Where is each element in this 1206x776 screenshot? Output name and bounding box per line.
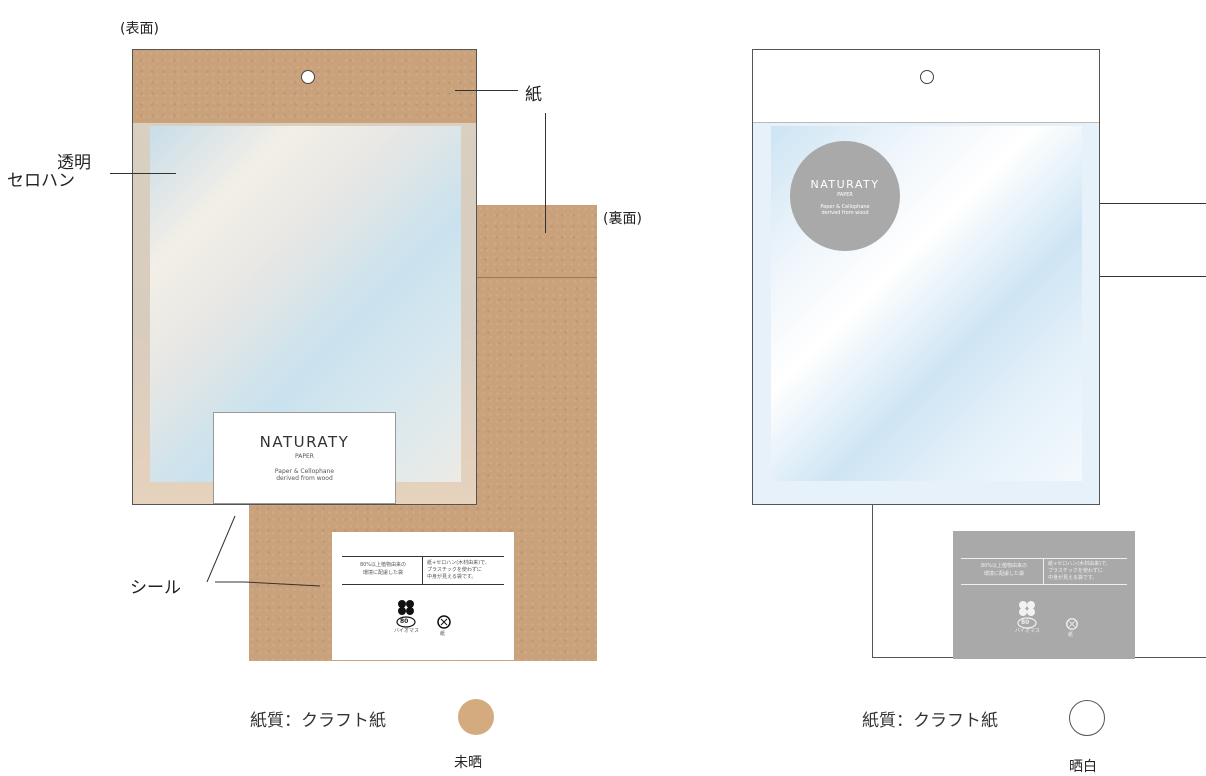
- white-round-sticker: NATURATY PAPER Paper & Cellophane derive…: [790, 141, 900, 251]
- round-sticker-desc-2: derived from wood: [821, 210, 869, 216]
- front-bag-header: [133, 50, 476, 123]
- back-info-label: 80%以上植物由来の 環境に配慮した袋 紙+セロハン(木材由来)で、 プラスチッ…: [332, 532, 514, 660]
- back-label-right-2: プラスチックを使わずに: [427, 567, 482, 573]
- round-sticker-desc-1: Paper & Cellophane: [820, 204, 870, 210]
- white-back-bag-top-line-1: [1100, 203, 1206, 204]
- leader-paper: [455, 90, 518, 91]
- white-label-left-2: 環境に配慮した袋: [983, 571, 1024, 577]
- label-cellophane-2: セロハン: [7, 171, 75, 191]
- back-label-right-1: 紙+セロハン(木材由来)で、: [427, 560, 490, 566]
- variant-left-note: 未晒: [454, 755, 482, 771]
- sticker-desc-2: derived from wood: [276, 475, 333, 482]
- label-back: (裏面): [603, 211, 642, 227]
- variant-right-caption: 紙質：クラフト紙: [862, 711, 998, 731]
- biomass-mark-icon: [396, 600, 416, 628]
- label-front: (表面): [120, 21, 159, 37]
- back-bag-top: [477, 205, 597, 277]
- white-label-right-1: 紙+セロハン(木材由来)で、: [1048, 561, 1111, 567]
- white-paper-recycle-mark-text: 紙: [1068, 632, 1074, 638]
- leader-paper-down: [545, 113, 546, 233]
- label-cellophane-1: 透明: [57, 153, 91, 173]
- white-front-bag-header: [753, 50, 1099, 123]
- white-back-bag-top-line-2: [1100, 276, 1206, 277]
- variant-left-swatch: [458, 699, 494, 735]
- white-label-right-3: 中身が見える袋です。: [1048, 575, 1098, 581]
- round-sticker-brand: NATURATY: [810, 178, 880, 191]
- variant-left-caption: 紙質：クラフト紙: [250, 711, 386, 731]
- label-seal: シール: [130, 578, 181, 598]
- white-biomass-mark-number: 80: [1021, 619, 1030, 626]
- white-back-label: 80%以上植物由来の 環境に配慮した袋 紙+セロハン(木材由来)で、 プラスチッ…: [953, 531, 1135, 659]
- sticker-desc-1: Paper & Cellophane: [274, 468, 335, 475]
- leader-cellophane: [110, 173, 176, 174]
- white-biomass-mark-icon: [1017, 601, 1037, 629]
- hang-hole: [301, 70, 315, 84]
- white-front-bag: NATURATY PAPER Paper & Cellophane derive…: [752, 49, 1100, 505]
- white-label-right-2: プラスチックを使わずに: [1048, 568, 1103, 574]
- paper-recycle-mark-text: 紙: [440, 631, 446, 637]
- white-hang-hole: [920, 70, 934, 84]
- sticker-brand: NATURATY: [259, 433, 350, 451]
- biomass-mark-caption: バイオマス: [394, 628, 420, 634]
- variant-right-note: 晒白: [1069, 759, 1097, 775]
- front-sticker: NATURATY PAPER Paper & Cellophane derive…: [213, 412, 396, 504]
- leader-seal: [206, 515, 321, 587]
- sticker-sub: PAPER: [295, 453, 314, 460]
- white-biomass-mark-caption: バイオマス: [1015, 628, 1041, 634]
- biomass-mark-number: 80: [400, 618, 409, 625]
- paper-recycle-mark-icon: [437, 615, 451, 629]
- back-label-right-3: 中身が見える袋です。: [427, 574, 477, 580]
- label-paper: 紙: [525, 85, 542, 105]
- variant-right-swatch: [1069, 700, 1105, 736]
- round-sticker-sub: PAPER: [837, 192, 853, 198]
- white-paper-recycle-mark-icon: [1066, 618, 1078, 630]
- white-label-left-1: 80%以上植物由来の: [980, 563, 1028, 569]
- back-label-left-1: 80%以上植物由来の: [359, 562, 407, 568]
- back-label-left-2: 環境に配慮した袋: [362, 570, 403, 576]
